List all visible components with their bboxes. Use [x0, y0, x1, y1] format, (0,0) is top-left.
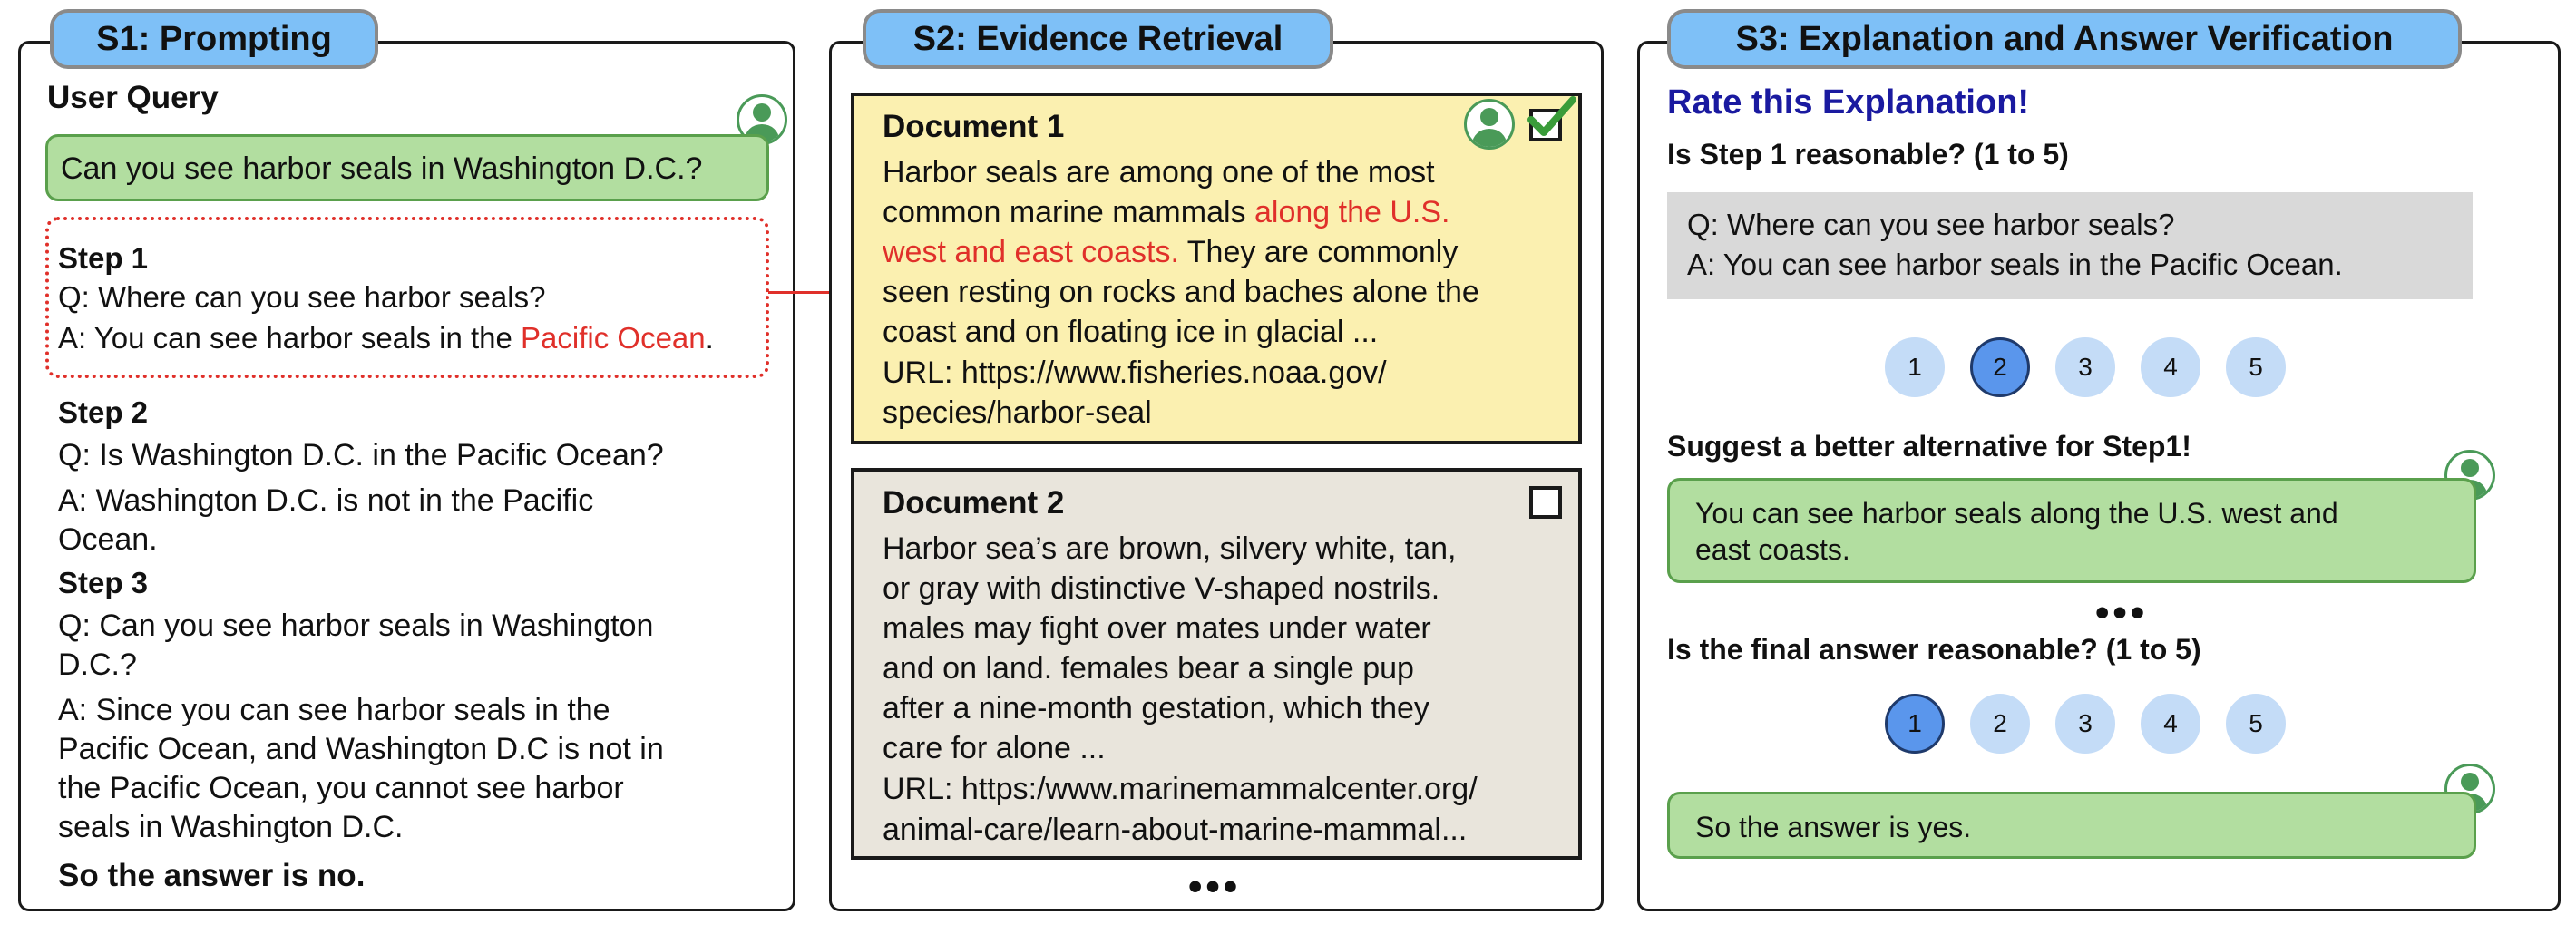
step3-answer-line2: Pacific Ocean, and Washington D.C is not… — [58, 732, 664, 766]
document-2-url-line2: animal-care/learn-about-marine-mammal... — [883, 813, 1468, 847]
more-documents-ellipsis: ••• — [1188, 864, 1242, 909]
document-1-line2-highlight: along the U.S. — [1254, 195, 1450, 229]
step1-answer: A: You can see harbor seals in the Pacif… — [58, 318, 714, 358]
user-query-label: User Query — [47, 80, 219, 115]
document-2-card[interactable] — [851, 468, 1582, 860]
step3-answer-line4: seals in Washington D.C. — [58, 810, 404, 844]
user-query-text: Can you see harbor seals in Washington D… — [61, 151, 703, 186]
step1-rating-2[interactable]: 2 — [1970, 337, 2030, 397]
step1-rating-4[interactable]: 4 — [2141, 337, 2200, 397]
tab-s3-explanation-verification: S3: Explanation and Answer Verification — [1667, 9, 2462, 69]
document-2-title: Document 2 — [883, 485, 1065, 521]
step1-preview-box: Q: Where can you see harbor seals? A: Yo… — [1667, 192, 2473, 299]
step1-rating-question: Is Step 1 reasonable? (1 to 5) — [1667, 138, 2069, 170]
step2-question: Q: Is Washington D.C. in the Pacific Oce… — [58, 438, 664, 472]
final-answer-text: So the answer is yes. — [1695, 811, 1972, 843]
user-avatar-icon — [1464, 99, 1515, 150]
document-1-line4: seen resting on rocks and baches alone t… — [883, 275, 1479, 309]
suggestion-line1: You can see harbor seals along the U.S. … — [1695, 497, 2338, 530]
document-2-line6: care for alone ... — [883, 731, 1106, 765]
step1-preview-answer: A: You can see harbor seals in the Pacif… — [1687, 248, 2343, 281]
step2-answer-line2: Ocean. — [58, 522, 158, 557]
suggest-alternative-label: Suggest a better alternative for Step1! — [1667, 430, 2191, 462]
step1-answer-highlight: Pacific Ocean — [521, 321, 706, 355]
document-2-line3: males may fight over mates under water — [883, 611, 1431, 646]
checkmark-icon — [1527, 96, 1576, 136]
step2-answer-line1: A: Washington D.C. is not in the Pacific — [58, 483, 594, 518]
panel-s3-explanation-verification — [1637, 41, 2561, 911]
step1-preview-question: Q: Where can you see harbor seals? — [1687, 208, 2175, 241]
document-2-line1: Harbor sea’s are brown, silvery white, t… — [883, 531, 1457, 566]
more-steps-ellipsis: ••• — [2095, 590, 2149, 635]
final-rating-1[interactable]: 1 — [1885, 694, 1945, 754]
final-answer-input[interactable]: So the answer is yes. — [1667, 792, 2476, 859]
step3-question-line1: Q: Can you see harbor seals in Washingto… — [58, 609, 654, 643]
document-1-line3: west and east coasts. They are commonly — [883, 232, 1458, 272]
step1-question: Q: Where can you see harbor seals? — [58, 280, 546, 314]
step1-evidence-connector — [768, 291, 861, 294]
final-rating-2[interactable]: 2 — [1970, 694, 2030, 754]
document-1-line3-highlight: west and east coasts. — [883, 235, 1179, 269]
document-2-url-line1: URL: https:/www.marinemammalcenter.org/ — [883, 772, 1478, 806]
document-1-line2: common marine mammals along the U.S. — [883, 192, 1449, 232]
document-1-line1: Harbor seals are among one of the most — [883, 155, 1435, 190]
step1-title: Step 1 — [58, 241, 149, 275]
step3-answer-line3: the Pacific Ocean, you cannot see harbor — [58, 771, 624, 805]
step3-answer-line1: A: Since you can see harbor seals in the — [58, 693, 610, 727]
step1-rating-3[interactable]: 3 — [2055, 337, 2115, 397]
document-1-line2-text: common marine mammals — [883, 195, 1254, 229]
step1-answer-end: . — [705, 321, 714, 355]
tab-s1-prompting: S1: Prompting — [50, 9, 378, 69]
final-answer-s1: So the answer is no. — [58, 858, 366, 893]
step1-highlight-box — [45, 217, 769, 378]
document-2-checkbox[interactable] — [1529, 486, 1562, 519]
final-answer-rating-scale: 1 2 3 4 5 — [1885, 694, 2286, 754]
suggestion-input[interactable]: You can see harbor seals along the U.S. … — [1667, 478, 2476, 583]
suggestion-line2: east coasts. — [1695, 533, 1850, 566]
document-1-title: Document 1 — [883, 109, 1065, 144]
step3-question-line2: D.C.? — [58, 648, 137, 682]
document-2-line5: after a nine-month gestation, which they — [883, 691, 1429, 725]
step3-title: Step 3 — [58, 566, 149, 599]
step2-title: Step 2 — [58, 395, 149, 429]
step1-rating-1[interactable]: 1 — [1885, 337, 1945, 397]
user-query-bubble: Can you see harbor seals in Washington D… — [45, 134, 769, 201]
final-answer-rating-question: Is the final answer reasonable? (1 to 5) — [1667, 633, 2201, 666]
rate-explanation-heading: Rate this Explanation! — [1667, 83, 2030, 122]
final-rating-3[interactable]: 3 — [2055, 694, 2115, 754]
step1-rating-scale: 1 2 3 4 5 — [1885, 337, 2286, 397]
document-1-line5: coast and on floating ice in glacial ... — [883, 315, 1379, 349]
tab-s2-evidence-retrieval: S2: Evidence Retrieval — [863, 9, 1333, 69]
document-1-url-line1: URL: https://www.fisheries.noaa.gov/ — [883, 355, 1387, 390]
document-2-line2: or gray with distinctive V-shaped nostri… — [883, 571, 1440, 606]
document-1-line3-text: They are commonly — [1178, 235, 1459, 269]
final-rating-5[interactable]: 5 — [2226, 694, 2286, 754]
final-rating-4[interactable]: 4 — [2141, 694, 2200, 754]
document-1-card[interactable] — [851, 92, 1582, 444]
document-1-url-line2: species/harbor-seal — [883, 395, 1152, 430]
step1-rating-5[interactable]: 5 — [2226, 337, 2286, 397]
document-2-line4: and on land. females bear a single pup — [883, 651, 1414, 686]
step1-answer-text: A: You can see harbor seals in the — [58, 321, 522, 355]
